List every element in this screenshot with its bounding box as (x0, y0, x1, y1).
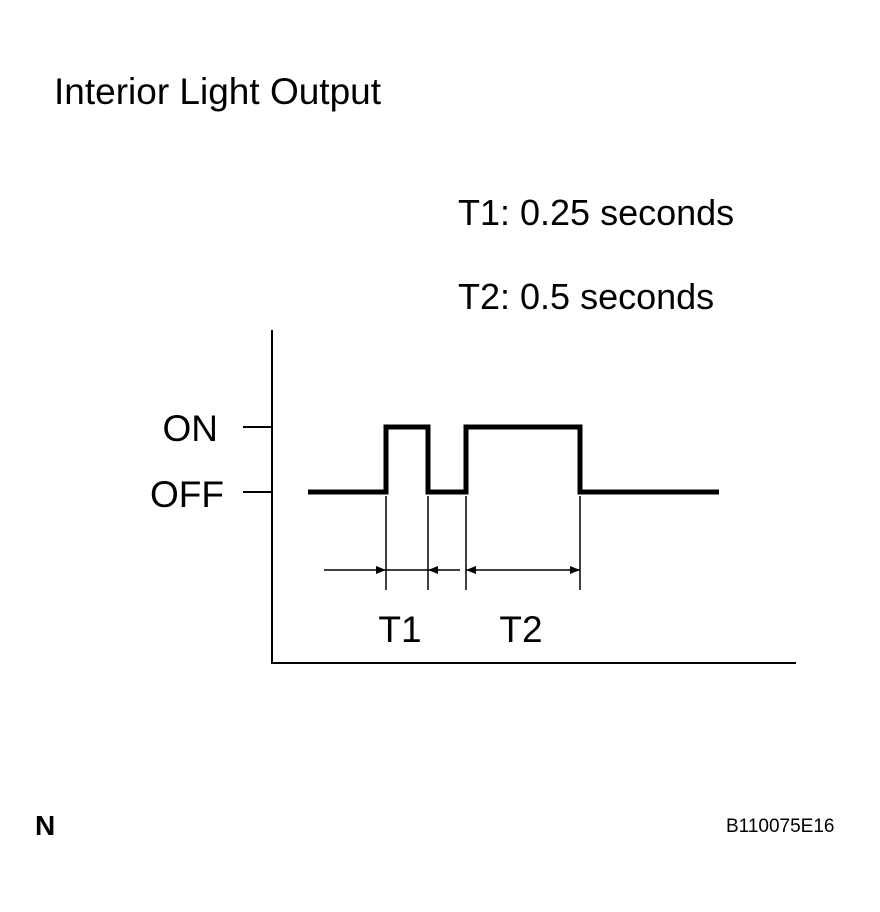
t2-duration-note: T2: 0.5 seconds (458, 276, 715, 317)
on-level-label: ON (163, 408, 219, 449)
t1-duration-note: T1: 0.25 seconds (458, 192, 735, 233)
output-waveform (308, 424, 719, 495)
off-level-label: OFF (150, 474, 224, 515)
t1-interval-label: T1 (378, 609, 421, 650)
t2-interval-label: T2 (499, 609, 542, 650)
page-title: Interior Light Output (54, 71, 382, 112)
corner-mark: N (35, 810, 56, 841)
figure-id: B110075E16 (726, 816, 835, 837)
